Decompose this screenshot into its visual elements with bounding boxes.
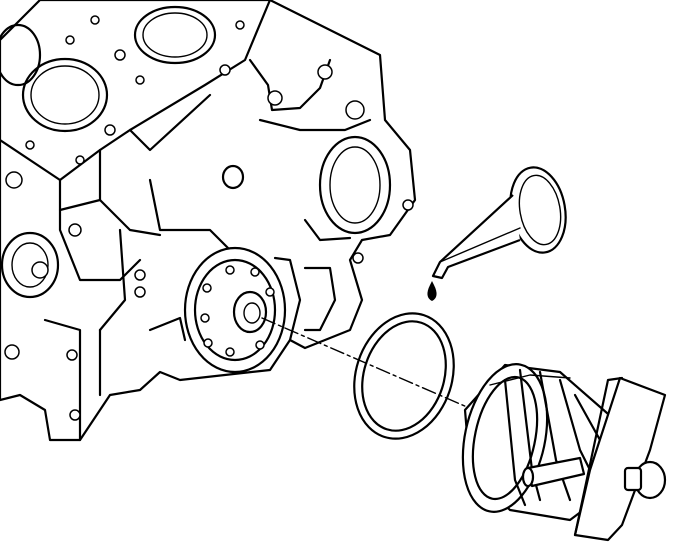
cylinder-bore-1 [21,57,109,133]
engine-block [0,0,417,442]
cylinder-bore-2 [0,23,42,87]
oil-drop-indicator [427,281,437,301]
camshaft-bore [318,135,392,235]
seal-installer-tool [461,363,667,542]
crankshaft-pilot [232,290,268,334]
rear-main-seal [353,312,455,440]
oil-funnel [431,166,567,280]
cylinder-bore-3 [133,5,217,65]
crankshaft-rear-flange [183,246,287,374]
